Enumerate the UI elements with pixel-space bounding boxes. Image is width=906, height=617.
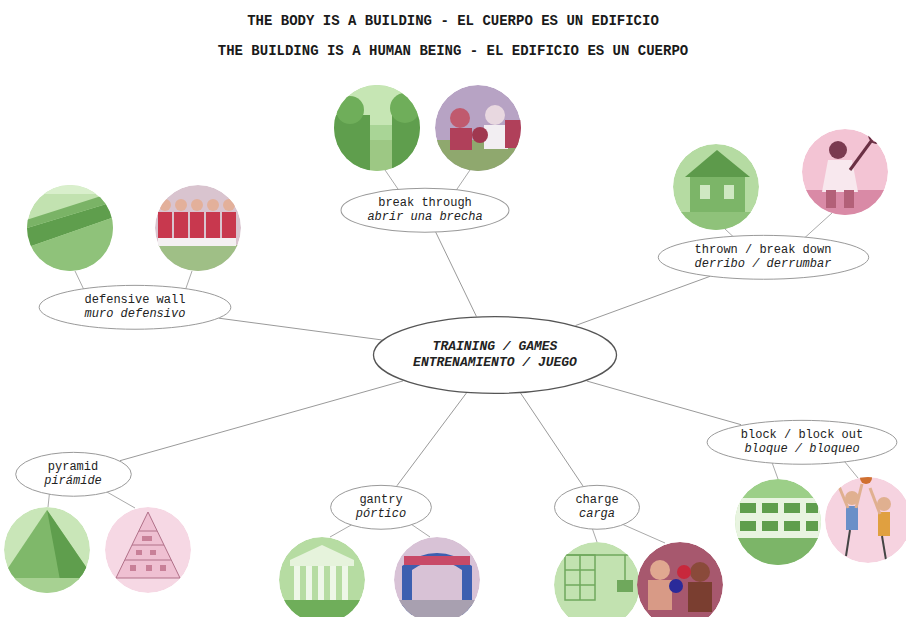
leader-line bbox=[455, 170, 470, 192]
ellipse-outline bbox=[39, 285, 231, 329]
spanish-term: abrir una brecha bbox=[367, 210, 482, 224]
ellipse-outline bbox=[331, 485, 432, 529]
english-term: break through bbox=[367, 196, 482, 210]
spanish-term: ENTRENAMIENTO / JUEGO bbox=[413, 355, 577, 371]
subtitle: THE BUILDING IS A HUMAN BEING - EL EDIFI… bbox=[0, 43, 906, 59]
node-text: defensive wallmuro defensivo bbox=[85, 293, 186, 321]
sport-photo bbox=[150, 185, 250, 275]
building-photo bbox=[554, 542, 640, 617]
node-text: pyramidpirámide bbox=[44, 460, 102, 488]
connector-line bbox=[521, 393, 583, 486]
ellipse-outline bbox=[555, 485, 640, 529]
term-ellipse: break throughabrir una brecha bbox=[340, 188, 510, 233]
sport-photo bbox=[637, 542, 723, 617]
node-text: gantrypórtico bbox=[356, 493, 406, 521]
connector-line bbox=[397, 393, 467, 486]
english-term: pyramid bbox=[44, 460, 102, 474]
ellipse-outline bbox=[658, 235, 868, 279]
english-term: gantry bbox=[356, 493, 406, 507]
node-text: TRAINING / GAMESENTRENAMIENTO / JUEGO bbox=[413, 339, 577, 371]
term-ellipse: defensive wallmuro defensivo bbox=[38, 285, 232, 330]
sport-photo bbox=[430, 85, 530, 180]
connector-line bbox=[219, 318, 382, 340]
sport-photo bbox=[800, 125, 895, 220]
building-photo bbox=[0, 507, 100, 598]
central-ellipse: TRAINING / GAMESENTRENAMIENTO / JUEGO bbox=[372, 316, 618, 394]
spanish-term: carga bbox=[575, 507, 618, 521]
node-text: block / block outbloque / bloqueo bbox=[741, 428, 863, 456]
spanish-term: bloque / bloqueo bbox=[741, 442, 863, 456]
english-term: thrown / break down bbox=[695, 243, 832, 257]
connector-line bbox=[436, 232, 477, 316]
connector-line bbox=[576, 276, 711, 325]
ellipse-outline bbox=[707, 420, 897, 464]
ellipse-outline bbox=[373, 317, 616, 394]
node-text: break throughabrir una brecha bbox=[367, 196, 482, 224]
sport-photo bbox=[825, 472, 906, 563]
ellipse-outline bbox=[15, 452, 131, 496]
ellipse-outline bbox=[341, 188, 509, 232]
english-term: block / block out bbox=[741, 428, 863, 442]
spanish-term: pórtico bbox=[356, 507, 406, 521]
leader-lines bbox=[48, 170, 858, 543]
diagram-title: THE BODY IS A BUILDING - EL CUERPO ES UN… bbox=[0, 13, 906, 29]
term-ellipse: block / block outbloque / bloqueo bbox=[706, 420, 898, 465]
term-ellipse: pyramidpirámide bbox=[15, 452, 132, 497]
term-ellipse: chargecarga bbox=[554, 485, 640, 530]
building-photo bbox=[20, 180, 120, 280]
english-term: TRAINING / GAMES bbox=[413, 339, 577, 355]
spanish-term: pirámide bbox=[44, 474, 102, 488]
building-photo bbox=[670, 144, 765, 237]
spanish-term: muro defensivo bbox=[85, 307, 186, 321]
english-term: defensive wall bbox=[85, 293, 186, 307]
node-text: chargecarga bbox=[575, 493, 618, 521]
sport-photo bbox=[394, 537, 480, 617]
sport-photo bbox=[105, 507, 191, 593]
building-photo bbox=[735, 479, 821, 568]
spanish-term: derribo / derrumbar bbox=[695, 257, 832, 271]
term-ellipse: gantrypórtico bbox=[330, 485, 432, 530]
connector-line bbox=[120, 381, 403, 461]
connector-line bbox=[587, 381, 741, 425]
english-term: charge bbox=[575, 493, 618, 507]
term-ellipse: thrown / break downderribo / derrumbar bbox=[657, 235, 870, 280]
node-text: thrown / break downderribo / derrumbar bbox=[695, 243, 832, 271]
building-photo bbox=[330, 85, 432, 180]
building-photo bbox=[279, 537, 370, 617]
